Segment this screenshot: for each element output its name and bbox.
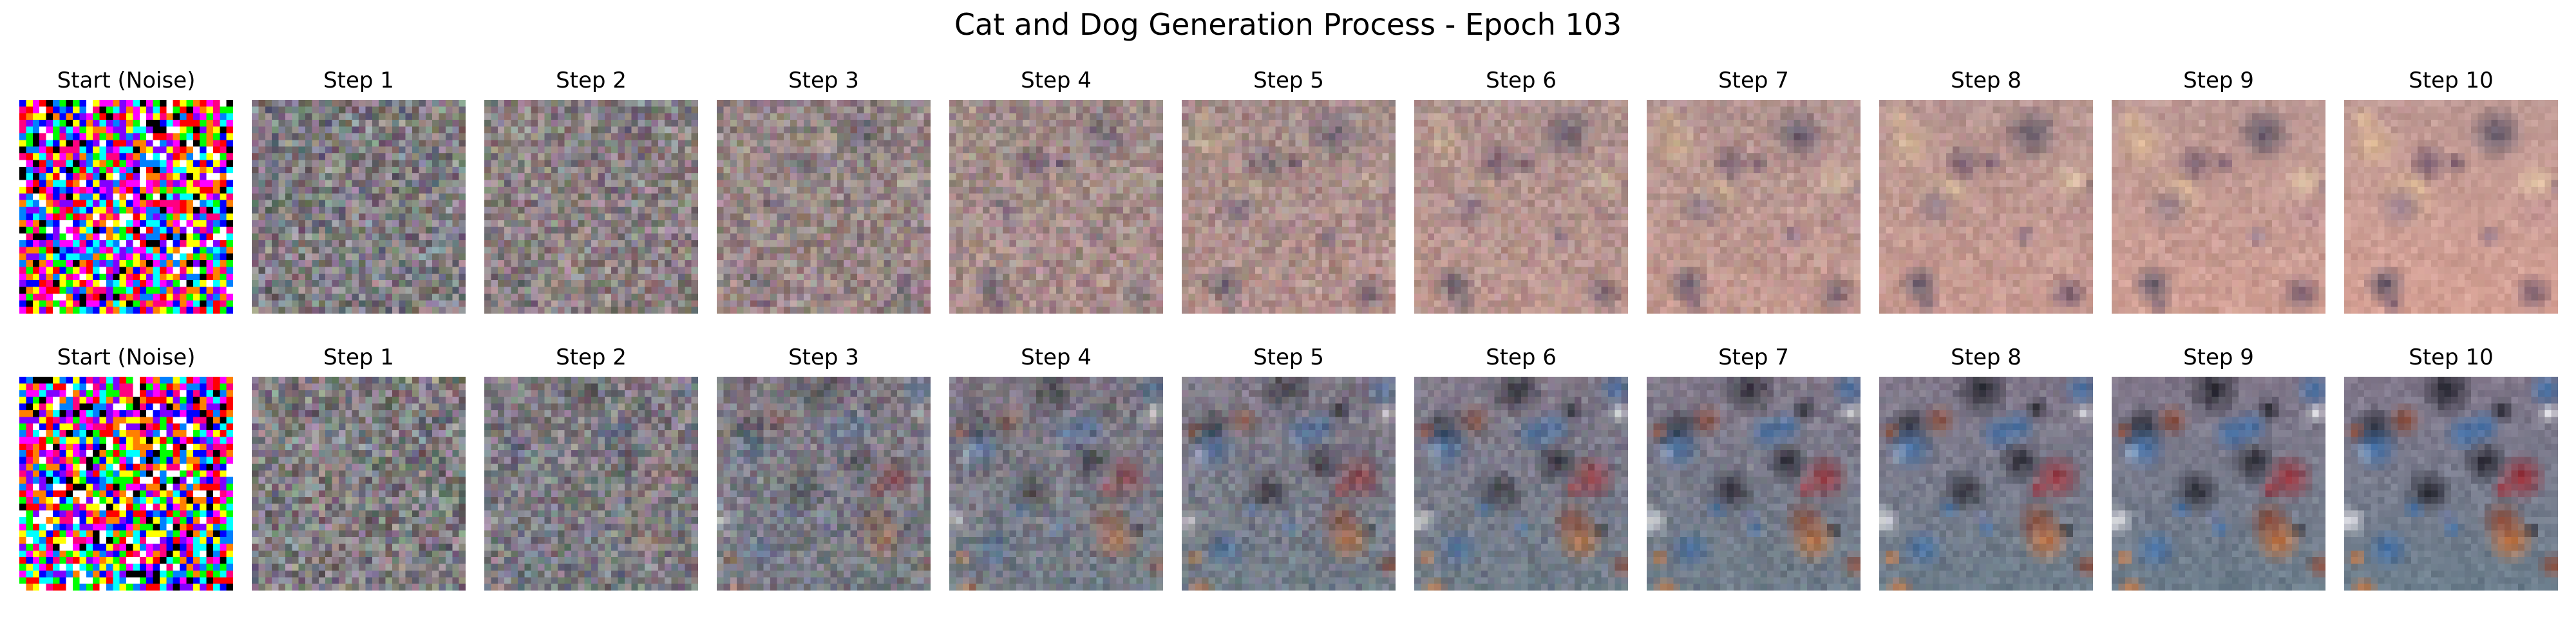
- panel-title: Step 7: [1718, 345, 1789, 370]
- generated-image: [1414, 100, 1628, 314]
- generated-image: [1414, 377, 1628, 591]
- sample-image: [1182, 100, 1396, 314]
- generated-image: [1647, 100, 1861, 314]
- panel-title: Step 10: [2409, 68, 2494, 93]
- generated-image: [949, 100, 1163, 314]
- sample-image: [1182, 377, 1396, 591]
- generated-image: [19, 100, 233, 314]
- panel-title: Start (Noise): [57, 345, 196, 370]
- panel-title: Step 5: [1253, 345, 1324, 370]
- generated-image: [1879, 377, 2093, 591]
- generated-image: [1182, 377, 1396, 591]
- generated-image: [717, 100, 931, 314]
- panel-title: Start (Noise): [57, 68, 196, 93]
- generated-image: [2112, 100, 2325, 314]
- sample-image: [252, 377, 466, 591]
- generated-image: [484, 100, 698, 314]
- generated-image: [2344, 100, 2558, 314]
- noise-image: [19, 100, 233, 314]
- sample-image: [252, 100, 466, 314]
- generated-image: [484, 377, 698, 591]
- noise-image: [19, 377, 233, 591]
- panel-title: Step 8: [1951, 68, 2022, 93]
- panel-title: Step 6: [1486, 345, 1557, 370]
- sample-image: [484, 100, 698, 314]
- sample-image: [717, 377, 931, 591]
- sample-image: [2344, 100, 2558, 314]
- generated-image: [1182, 100, 1396, 314]
- panel-title: Step 10: [2409, 345, 2494, 370]
- sample-image: [717, 100, 931, 314]
- panel-title: Step 1: [323, 345, 394, 370]
- generated-image: [252, 100, 466, 314]
- sample-image: [2112, 377, 2325, 591]
- generated-image: [2344, 377, 2558, 591]
- sample-image: [1647, 100, 1861, 314]
- sample-image: [949, 100, 1163, 314]
- sample-image: [1879, 377, 2093, 591]
- sample-image: [1414, 100, 1628, 314]
- sample-image: [2344, 377, 2558, 591]
- sample-image: [1647, 377, 1861, 591]
- panel-title: Step 8: [1951, 345, 2022, 370]
- figure-title: Cat and Dog Generation Process - Epoch 1…: [954, 7, 1622, 42]
- generated-image: [2112, 377, 2325, 591]
- panel-title: Step 5: [1253, 68, 1324, 93]
- panel-title: Step 9: [2183, 68, 2254, 93]
- generated-image: [252, 377, 466, 591]
- generated-image: [949, 377, 1163, 591]
- panel-title: Step 3: [788, 345, 859, 370]
- panel-title: Step 7: [1718, 68, 1789, 93]
- panel-title: Step 4: [1021, 68, 1092, 93]
- sample-image: [2112, 100, 2325, 314]
- sample-image: [949, 377, 1163, 591]
- panel-title: Step 9: [2183, 345, 2254, 370]
- panel-title: Step 3: [788, 68, 859, 93]
- panel-title: Step 2: [556, 68, 627, 93]
- panel-title: Step 1: [323, 68, 394, 93]
- generated-image: [19, 377, 233, 591]
- generated-image: [1879, 100, 2093, 314]
- panel-title: Step 6: [1486, 68, 1557, 93]
- generated-image: [717, 377, 931, 591]
- panel-title: Step 4: [1021, 345, 1092, 370]
- generated-image: [1647, 377, 1861, 591]
- panel-title: Step 2: [556, 345, 627, 370]
- sample-image: [1414, 377, 1628, 591]
- sample-image: [484, 377, 698, 591]
- sample-image: [1879, 100, 2093, 314]
